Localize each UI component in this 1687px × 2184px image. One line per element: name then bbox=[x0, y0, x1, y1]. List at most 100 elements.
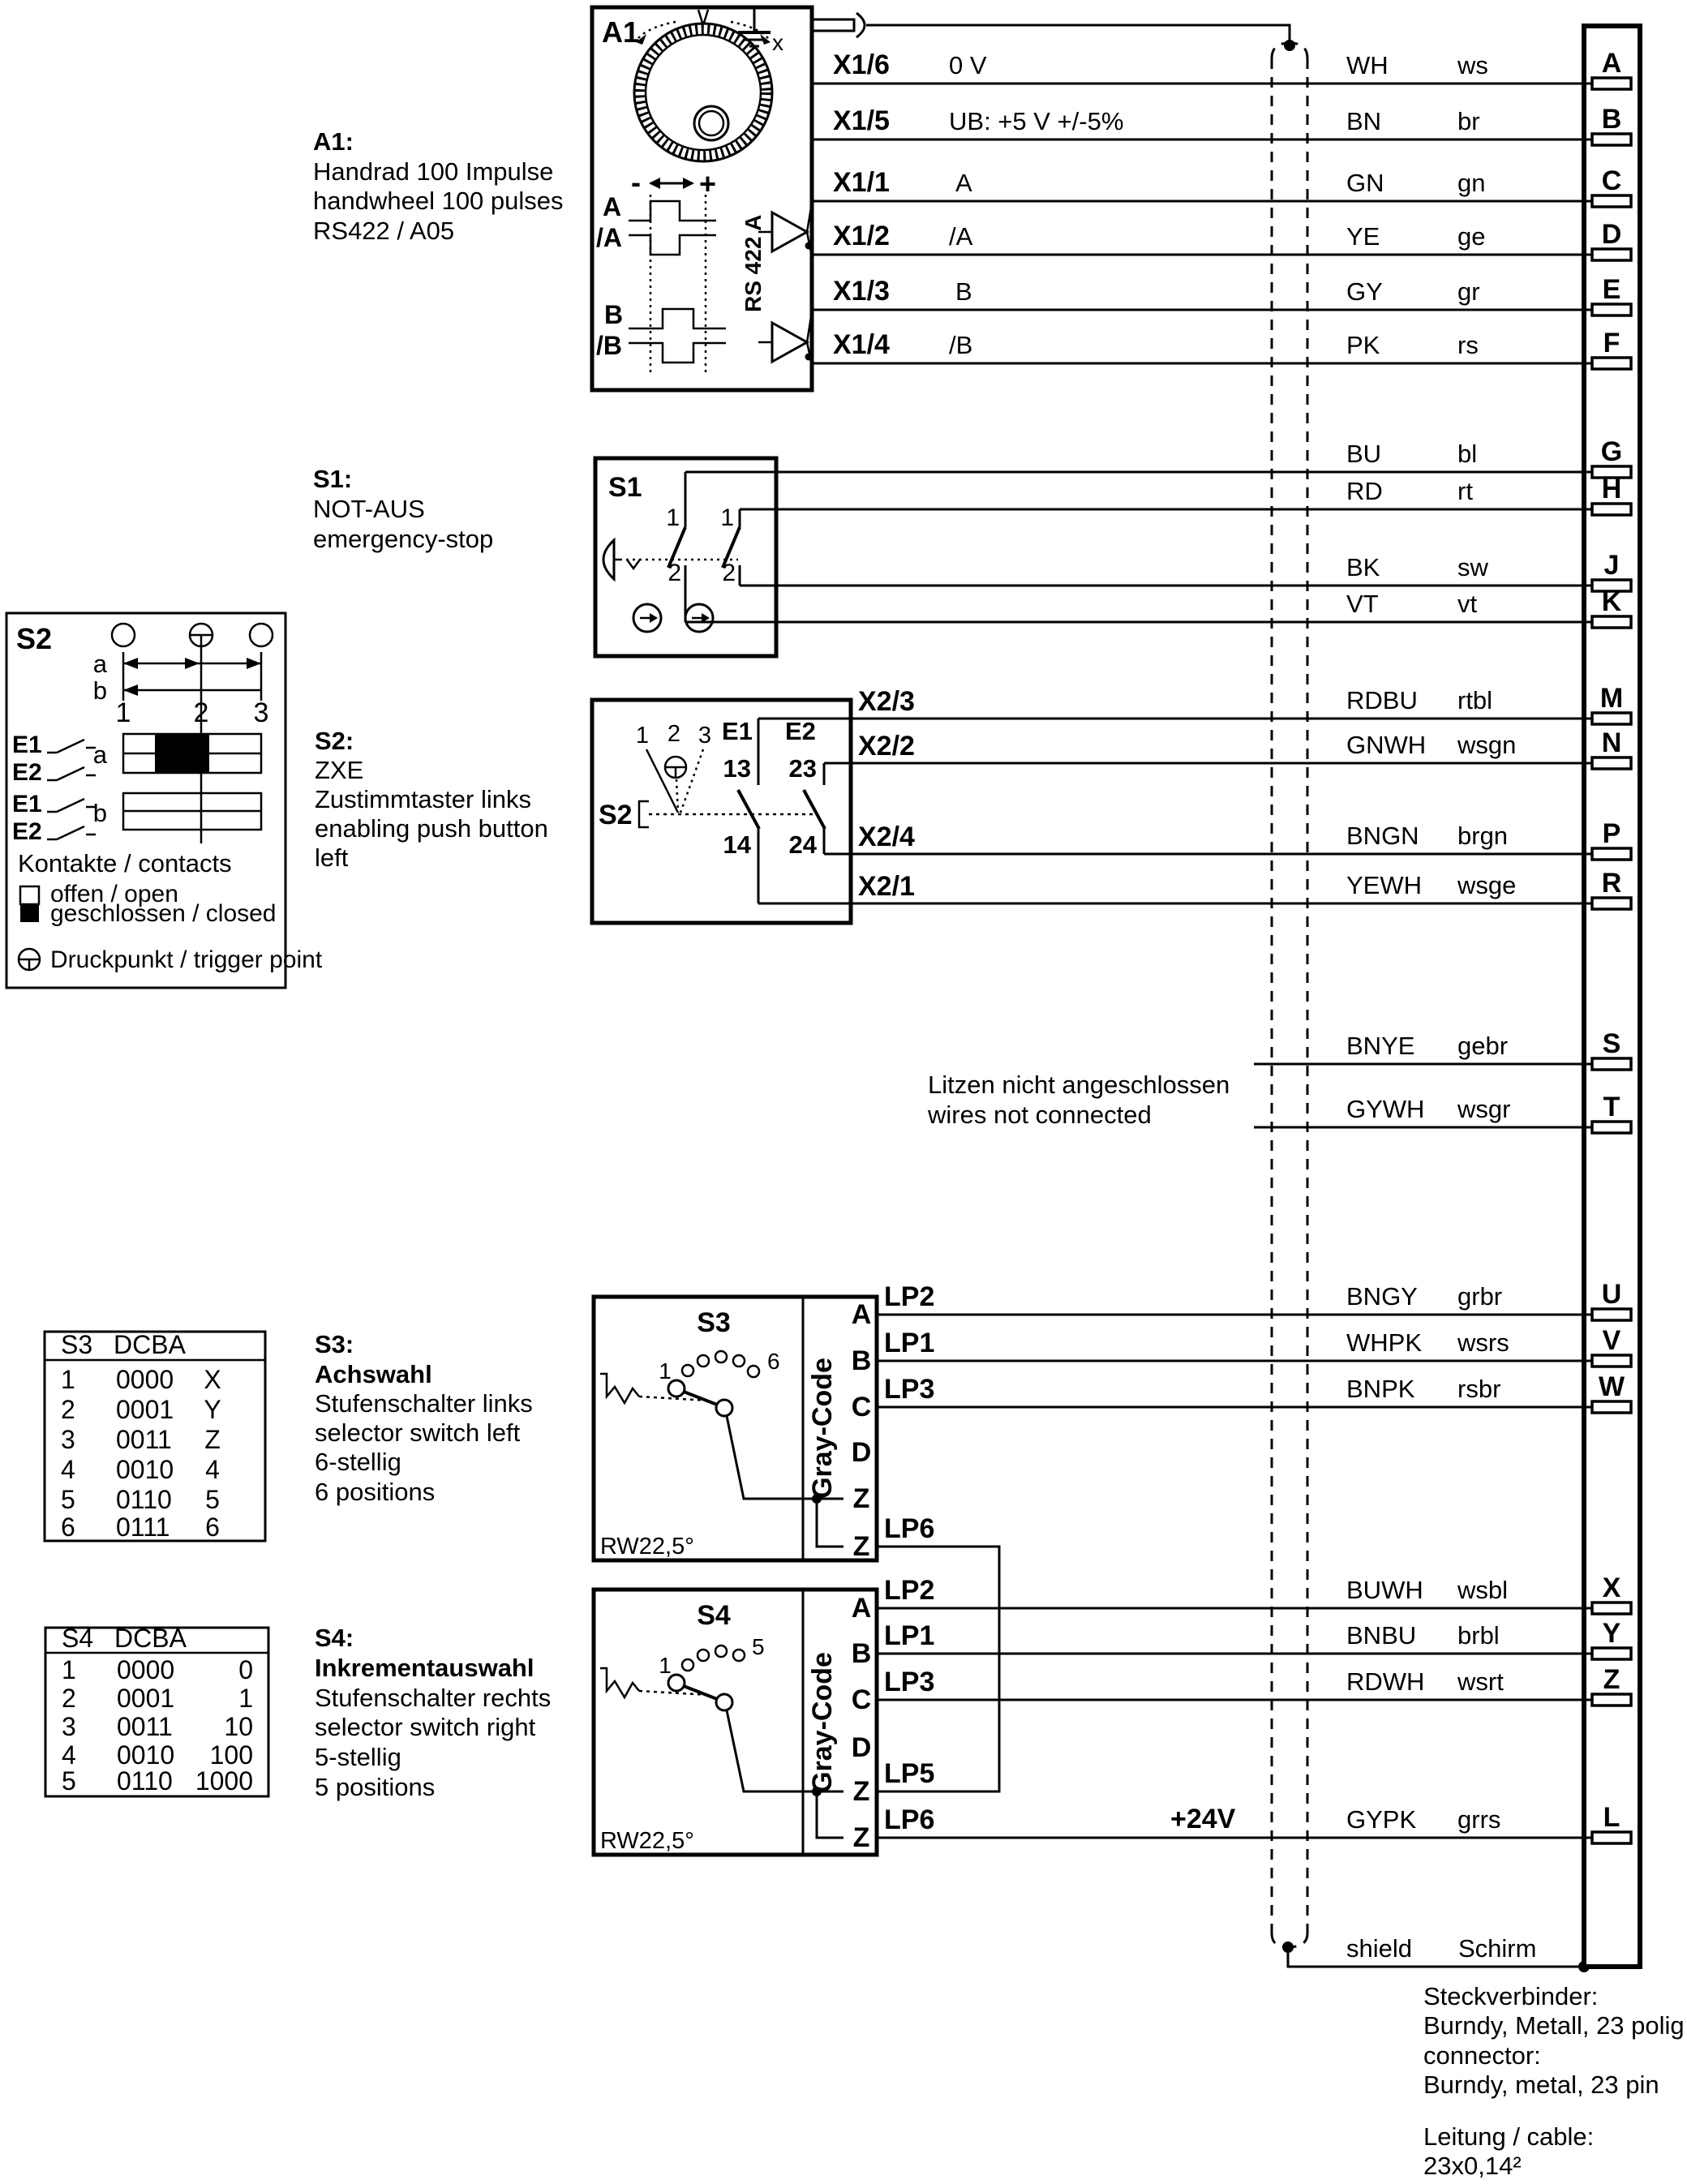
wire-abbr: rsbr bbox=[1457, 1375, 1500, 1403]
s3-pos-circle bbox=[696, 1354, 710, 1368]
plunger-bracket bbox=[637, 800, 649, 829]
wire-abbr: ge bbox=[1457, 222, 1485, 251]
pin-contact bbox=[1590, 711, 1633, 726]
contact1-blade bbox=[667, 526, 687, 569]
s2-title: S2: bbox=[315, 727, 354, 755]
s1-text-block: S1: NOT-AUS emergency-stop bbox=[313, 465, 493, 553]
s4-pos-circle bbox=[714, 1644, 728, 1658]
pin-letter: K bbox=[1602, 586, 1622, 617]
travel-table-b: b bbox=[93, 792, 263, 831]
wave-a bbox=[629, 200, 716, 222]
wire-abbr: bl bbox=[1457, 440, 1477, 468]
a1-text-block: A1: Handrad 100 Impulse handwheel 100 pu… bbox=[313, 127, 564, 245]
s3-table-h1: S3 bbox=[61, 1330, 92, 1359]
contact-symbol bbox=[47, 766, 96, 782]
signal-a: A bbox=[955, 169, 972, 197]
s4-wiper-to-z bbox=[725, 1710, 844, 1793]
wire-color: GN bbox=[1346, 169, 1384, 197]
wire-color: BUWH bbox=[1346, 1576, 1423, 1604]
e2-label: E2 bbox=[785, 717, 816, 745]
pin-letter: S bbox=[1603, 1028, 1621, 1059]
closed-legend: geschlossen / closed bbox=[50, 900, 277, 927]
rotate-cw-arrow-icon bbox=[730, 20, 770, 40]
pin-contact bbox=[1590, 1120, 1633, 1135]
svg-text:2: 2 bbox=[62, 1684, 76, 1713]
pos2-line bbox=[675, 779, 680, 813]
s3-pos1-circle bbox=[667, 1379, 686, 1398]
detent-mark bbox=[702, 9, 710, 24]
cable-top-arc-left bbox=[1270, 41, 1290, 59]
s4-table-frame bbox=[44, 1626, 270, 1798]
wire-abbr: wsrs bbox=[1457, 1328, 1509, 1357]
handwheel-knurl-icon bbox=[634, 24, 772, 161]
signal-na: /A bbox=[949, 222, 973, 251]
pin-contact bbox=[1590, 132, 1633, 147]
handwheel-inner bbox=[644, 33, 762, 152]
mushroom-head-icon bbox=[602, 537, 620, 582]
pin-contact bbox=[1590, 1057, 1633, 1071]
inversion-dot bbox=[805, 242, 813, 250]
s3-lp6-label: LP6 bbox=[884, 1513, 934, 1544]
s4-pos1-label: 1 bbox=[659, 1653, 672, 1678]
pin-contact bbox=[1590, 578, 1633, 593]
junction-dot bbox=[1284, 40, 1295, 51]
quadrature-waveforms: A /A B /B bbox=[596, 192, 726, 373]
s4-lp1-label: LP1 bbox=[884, 1620, 934, 1651]
s3-pos-circle bbox=[680, 1363, 695, 1378]
s3-pos-circle bbox=[714, 1349, 728, 1364]
pin-letter: N bbox=[1602, 727, 1622, 758]
svg-text:Z: Z bbox=[204, 1425, 221, 1454]
shield-feed-wire bbox=[866, 24, 1291, 43]
note-connector-de: Steckverbinder: bbox=[1423, 1982, 1598, 2010]
signal-b: B bbox=[955, 277, 972, 306]
e1-label: E1 bbox=[12, 791, 42, 817]
handwheel-knob-inner bbox=[698, 109, 725, 137]
s3-table-frame bbox=[43, 1330, 267, 1543]
dim-a-label: a bbox=[93, 650, 108, 678]
pin-contact bbox=[1590, 356, 1633, 371]
s4-z-jumper bbox=[815, 1791, 844, 1839]
contact1-num2: 2 bbox=[668, 560, 681, 586]
connector-body bbox=[1582, 24, 1642, 1969]
s2-box bbox=[590, 697, 853, 925]
s4-rw-label: RW22,5° bbox=[600, 1828, 694, 1854]
pin-letter: D bbox=[1602, 219, 1622, 250]
arrowhead bbox=[760, 34, 771, 45]
s4-title: S4: bbox=[315, 1624, 354, 1652]
e2-label: E2 bbox=[12, 818, 42, 845]
a1-desc-de: Handrad 100 Impulse bbox=[313, 157, 553, 186]
graycode-out-d: D bbox=[852, 1732, 872, 1763]
wire-abbr: grbr bbox=[1457, 1282, 1502, 1311]
contact2-num2: 2 bbox=[722, 560, 736, 586]
e2-label: E2 bbox=[12, 759, 42, 786]
s2-pos2-label: 2 bbox=[668, 721, 680, 747]
inversion-dot bbox=[805, 353, 813, 361]
s3-pos1-label: 1 bbox=[659, 1358, 672, 1384]
dim-b-label: b bbox=[93, 676, 107, 705]
s3-title: S3: bbox=[315, 1330, 354, 1358]
pin-letter: Y bbox=[1603, 1618, 1621, 1649]
s3-box-label: S3 bbox=[697, 1307, 731, 1338]
a1-box-label: A1 bbox=[602, 15, 639, 49]
arrowhead bbox=[185, 658, 200, 669]
wire-abbr: brbl bbox=[1457, 1621, 1500, 1650]
pos-number-3: 3 bbox=[254, 697, 269, 728]
wire-abbr: wsgr bbox=[1457, 1095, 1510, 1123]
wire-color: GY bbox=[1346, 277, 1383, 306]
svg-text:0: 0 bbox=[238, 1655, 253, 1684]
note-en: wires not connected bbox=[927, 1101, 1152, 1129]
pin-contact bbox=[1590, 1307, 1633, 1322]
arrowhead bbox=[123, 684, 138, 696]
contact-symbol bbox=[47, 825, 96, 841]
svg-text:1: 1 bbox=[61, 1365, 75, 1394]
lp6-lp5-link-wire bbox=[877, 1545, 1001, 1793]
